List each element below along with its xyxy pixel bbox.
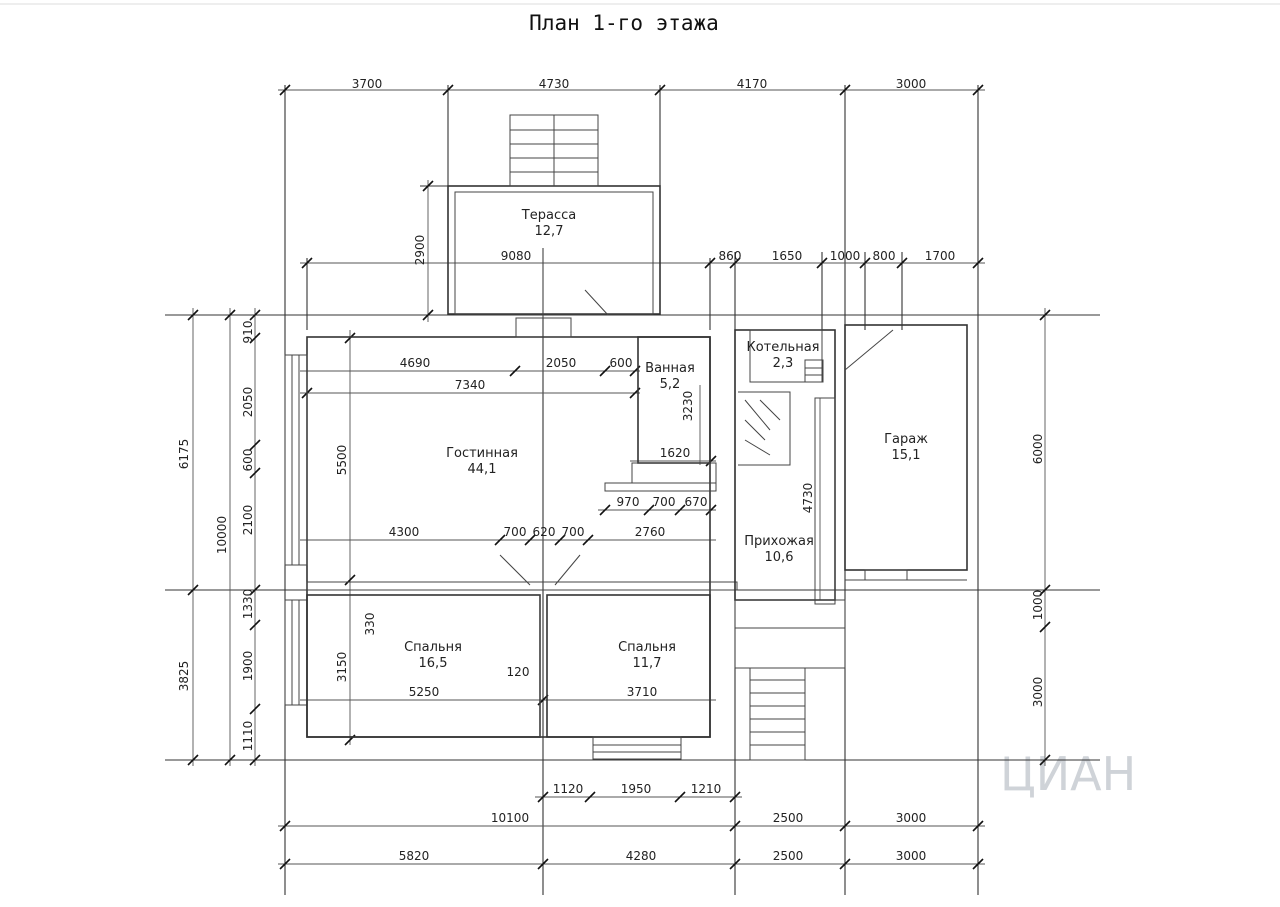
dim-label: 700: [504, 525, 527, 539]
walls: [284, 114, 968, 761]
dim-label: 1620: [660, 446, 691, 460]
dim-label: 1120: [553, 782, 584, 796]
dim-label: 3230: [681, 391, 695, 422]
dim-label: 5500: [335, 445, 349, 476]
watermark-text: ЦИАН: [1000, 747, 1136, 801]
room-name-bedroom-2: Спальня: [618, 640, 676, 655]
room-area-hall: 10,6: [765, 550, 794, 565]
dim-label: 7340: [455, 378, 486, 392]
room-name-bedroom-1: Спальня: [404, 640, 462, 655]
dim-label: 3000: [896, 811, 927, 825]
dim-label: 2760: [635, 525, 666, 539]
dim-label: 3000: [1031, 677, 1045, 708]
dim-label: 330: [363, 613, 377, 636]
room-labels: Терасса 12,7 Ванная 5,2 Котельная 2,3 Го…: [404, 208, 928, 671]
room-name-garage: Гараж: [884, 432, 928, 447]
dimension-lines: [187, 84, 1051, 870]
dim-label: 2050: [546, 356, 577, 370]
dim-label: 10000: [215, 516, 229, 554]
dim-label: 9080: [501, 249, 532, 263]
plan-title: План 1-го этажа: [529, 11, 719, 35]
room-name-terrace: Терасса: [521, 208, 576, 223]
dim-label: 700: [653, 495, 676, 509]
dim-label: 2500: [773, 849, 804, 863]
dim-label: 5820: [399, 849, 430, 863]
dim-label: 1700: [925, 249, 956, 263]
dim-label: 600: [241, 449, 255, 472]
dim-label: 3150: [335, 652, 349, 683]
room-name-bathroom: Ванная: [645, 361, 695, 376]
room-area-boiler: 2,3: [773, 356, 794, 371]
dim-label: 4280: [626, 849, 657, 863]
dim-label: 10100: [491, 811, 529, 825]
dim-label: 1210: [691, 782, 722, 796]
dim-label: 120: [507, 665, 530, 679]
room-area-bedroom-1: 16,5: [419, 656, 448, 671]
dim-label: 3825: [177, 661, 191, 692]
dim-label: 700: [562, 525, 585, 539]
dim-label: 1000: [1031, 590, 1045, 621]
dim-label: 800: [873, 249, 896, 263]
dim-label: 1110: [241, 721, 255, 752]
dim-label: 910: [241, 321, 255, 344]
room-area-bedroom-2: 11,7: [633, 656, 662, 671]
dim-label: 1000: [830, 249, 861, 263]
dim-label: 3710: [627, 685, 658, 699]
dim-label: 3700: [352, 77, 383, 91]
dim-label: 970: [617, 495, 640, 509]
dim-label: 4170: [737, 77, 768, 91]
dim-label: 4730: [539, 77, 570, 91]
room-area-terrace: 12,7: [535, 224, 564, 239]
room-name-hall: Прихожая: [744, 534, 814, 549]
dim-label: 6000: [1031, 434, 1045, 465]
dim-label: 2500: [773, 811, 804, 825]
dim-label: 2900: [413, 235, 427, 266]
room-area-living: 44,1: [468, 462, 497, 477]
dim-label: 3000: [896, 849, 927, 863]
dim-label: 620: [533, 525, 556, 539]
dim-label: 1650: [772, 249, 803, 263]
room-name-boiler: Котельная: [746, 340, 819, 355]
room-area-garage: 15,1: [892, 448, 921, 463]
dim-label: 2050: [241, 387, 255, 418]
dim-label: 2100: [241, 505, 255, 536]
dim-label: 4300: [389, 525, 420, 539]
dim-label: 860: [719, 249, 742, 263]
dimension-labels: 3700 4730 4170 3000 9080 860 1650 1000 8…: [177, 77, 1045, 863]
dim-label: 670: [685, 495, 708, 509]
room-name-living: Гостинная: [446, 446, 518, 461]
dim-label: 600: [610, 356, 633, 370]
room-area-bathroom: 5,2: [660, 377, 681, 392]
dim-label: 3000: [896, 77, 927, 91]
dim-label: 4730: [801, 483, 815, 514]
dim-label: 6175: [177, 439, 191, 470]
dim-label: 1900: [241, 651, 255, 682]
dim-label: 1950: [621, 782, 652, 796]
axis-lines: [165, 85, 1100, 895]
dim-label: 5250: [409, 685, 440, 699]
dim-label: 4690: [400, 356, 431, 370]
dim-label: 1330: [241, 589, 255, 620]
